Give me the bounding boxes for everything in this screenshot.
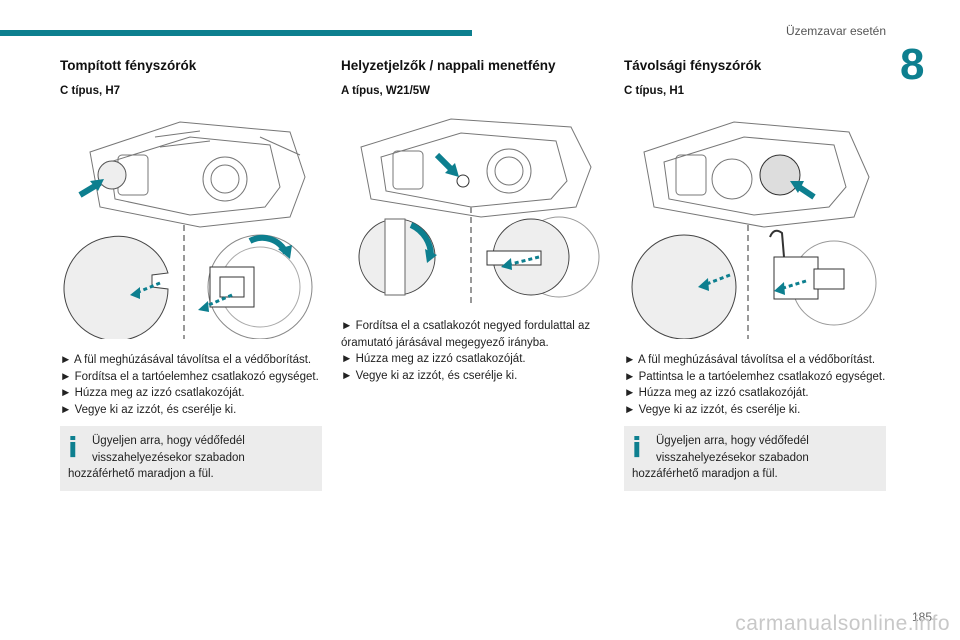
page-number: 185 [911, 610, 932, 624]
note-text: Ügyeljen arra, hogy védőfedél visszahely… [632, 435, 809, 480]
column-title: Helyzetjelzők / nappali menetfény [341, 58, 556, 73]
instruction-step: ► A fül meghúzásával távolítsa el a védő… [624, 354, 876, 366]
info-icon: i [632, 431, 642, 464]
instruction-step: ► Vegye ki az izzót, és cserélje ki. [60, 403, 237, 416]
header-accent-bar [0, 30, 472, 36]
column-title: Tompított fényszórók [60, 58, 197, 73]
info-note: i Ügyeljen arra, hogy védőfedél visszahe… [60, 426, 322, 491]
column-high-beam: Távolsági fényszórók C típus, H1 ► A fül… [624, 58, 886, 491]
column-title: Távolsági fényszórók [624, 58, 762, 73]
column-subtitle: C típus, H7 [60, 85, 121, 97]
high-beam-illustration [631, 121, 877, 340]
info-icon: i [68, 431, 78, 464]
column-subtitle: C típus, H1 [624, 85, 685, 97]
note-text: Ügyeljen arra, hogy védőfedél visszahely… [68, 435, 245, 480]
instruction-step: ► Fordítsa el a tartóelemhez csatlakozó … [60, 370, 319, 383]
instruction-list: ► Fordítsa el a csatlakozót negyed fordu… [341, 318, 603, 384]
instruction-step: ► Húzza meg az izzó csatlakozóját. [341, 353, 526, 365]
instruction-list: ► A fül meghúzásával távolítsa el a védő… [60, 352, 322, 418]
instruction-step: ► Fordítsa el a csatlakozót negyed fordu… [341, 320, 591, 349]
position-light-illustration [358, 118, 600, 305]
info-note: i Ügyeljen arra, hogy védőfedél visszahe… [624, 426, 886, 491]
instruction-step: ► Vegye ki az izzót, és cserélje ki. [624, 403, 801, 416]
instruction-step: ► Húzza meg az izzó csatlakozóját. [624, 387, 809, 399]
column-position-lights: Helyzetjelzők / nappali menetfény A típu… [341, 58, 603, 384]
section-title: Üzemzavar esetén [785, 24, 886, 38]
column-subtitle: A típus, W21/5W [341, 85, 431, 97]
column-low-beam: Tompított fényszórók C típus, H7 ► A fül… [60, 58, 322, 491]
instruction-step: ► Pattintsa le a tartóelemhez csatlakozó… [624, 370, 886, 383]
low-beam-illustration [63, 121, 313, 342]
chapter-number: 8 [900, 40, 925, 89]
instruction-step: ► Húzza meg az izzó csatlakozóját. [60, 387, 245, 399]
watermark: carmanualsonline.info [735, 612, 950, 635]
instruction-list: ► A fül meghúzásával távolítsa el a védő… [624, 352, 886, 418]
instruction-step: ► A fül meghúzásával távolítsa el a védő… [60, 354, 312, 366]
instruction-step: ► Vegye ki az izzót, és cserélje ki. [341, 369, 518, 382]
